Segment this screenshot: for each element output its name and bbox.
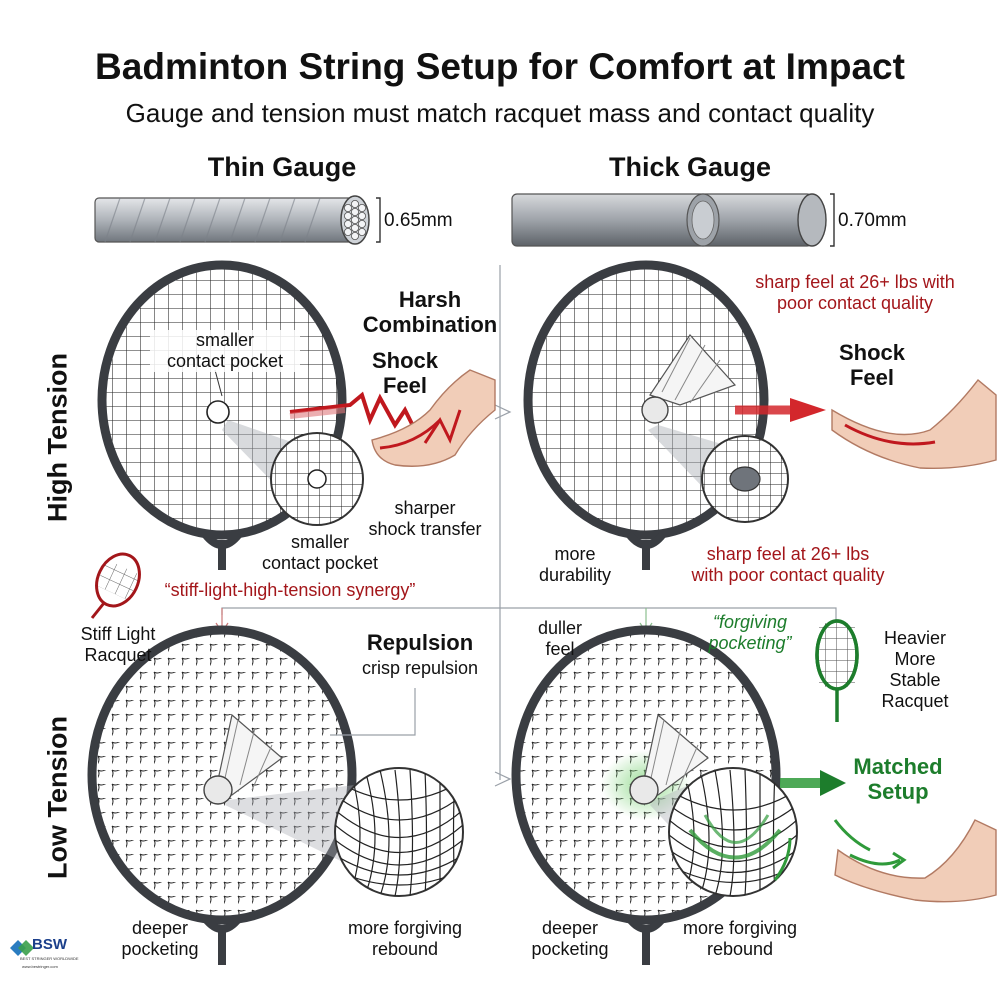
heavier-racquet-label: Heavier More Stable Racquet [881,628,949,711]
thick-diameter-label: 0.70mm [838,210,907,231]
deeper-pocketing-right-label: deeper pocketing [531,918,609,959]
page-title: Badminton String Setup for Comfort at Im… [95,46,905,87]
matched-setup-label: Matched Setup [853,754,943,804]
repulsion-label: Repulsion [366,630,474,655]
harsh-combination-label: Harsh Combination [362,287,498,337]
matched-arrow-icon [780,770,846,796]
forearm-shock-icon [371,369,496,467]
shock-zigzag-icon [289,391,422,441]
forearm-comfort-icon [833,819,997,903]
racquet-low-thick [511,625,798,965]
thin-diameter-label: 0.65mm [384,210,453,231]
logo-tagline: BEST STRINGER WORLDWIDE [20,956,79,961]
shock-feel-right-label: Shock Feel [838,340,906,390]
racquet-high-thick [523,260,789,570]
bsw-logo: BSW BEST STRINGER WORLDWIDE www.bestring… [8,934,88,974]
row-low-tension: Low Tension [42,716,73,879]
page-subtitle: Gauge and tension must match racquet mas… [125,98,875,128]
stiff-light-racquet-label: Stiff Light Racquet [80,624,156,665]
bsw-logo-mark-icon [10,940,34,956]
smaller-contact-pocket-bottom: smaller contact pocket [261,532,379,573]
forgiving-rebound-left-label: more forgiving rebound [347,918,463,959]
sharper-shock-transfer-label: sharper shock transfer [368,498,482,539]
logo-url: www.bestringer.com [22,964,58,969]
thick-gauge-heading: Thick Gauge [608,152,772,182]
crisp-repulsion-label: crisp repulsion [361,658,479,678]
forgiving-rebound-right-label: more forgiving rebound [682,918,798,959]
stiff-light-racquet-icon [90,552,141,619]
shock-feel-left-label: Shock Feel [371,348,439,398]
thin-string-sample [94,195,381,245]
sharp-feel-bottom-label: sharp feel at 26+ lbs with poor contact … [691,544,885,585]
deeper-pocketing-left-label: deeper pocketing [121,918,199,959]
smaller-contact-pocket-top: smaller contact pocket [150,330,300,372]
more-durability-label: more durability [538,544,612,585]
thick-string-sample [511,193,835,247]
synergy-label: “stiff-light-high-tension synergy” [164,580,416,600]
forearm-right-icon [831,378,997,469]
shock-arrow-icon [735,398,826,422]
duller-feel-label: duller feel [537,618,583,659]
racquet-low-thin [87,625,464,965]
racquet-high-thin [97,260,364,570]
forgiving-pocketing-label: “forgiving pocketing” [708,612,792,653]
row-high-tension: High Tension [42,353,73,522]
thin-gauge-heading: Thin Gauge [207,152,357,182]
sharp-feel-top-label: sharp feel at 26+ lbs with poor contact … [755,272,955,313]
logo-mark: BSW [32,936,67,953]
heavier-racquet-icon [815,619,859,722]
